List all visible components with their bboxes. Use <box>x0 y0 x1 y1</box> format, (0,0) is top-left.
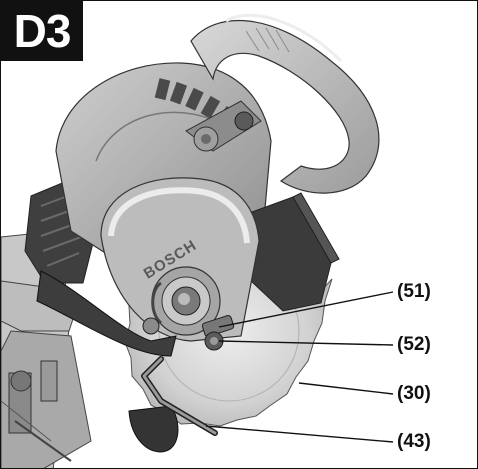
leader-51 <box>218 291 394 328</box>
callout-52: (52) <box>397 334 431 355</box>
saw-base-structure <box>1 232 92 468</box>
callout-leaders <box>205 291 394 443</box>
blade-arbor <box>151 266 221 336</box>
callout-51: (51) <box>397 281 431 302</box>
saw-arm <box>36 270 177 357</box>
leader-43 <box>205 425 394 443</box>
motor-end-cap <box>232 192 340 312</box>
callout-43: (43) <box>397 431 431 452</box>
callout-30: (30) <box>397 383 431 404</box>
blade-lower-shield <box>128 405 179 453</box>
leader-30 <box>298 382 394 395</box>
hex-key <box>141 356 218 436</box>
figure-id-badge: D3 <box>1 1 83 61</box>
spindle-lock <box>201 314 235 338</box>
saw-handle <box>185 13 380 194</box>
clamping-screw <box>204 331 224 351</box>
leader-52 <box>218 340 394 346</box>
